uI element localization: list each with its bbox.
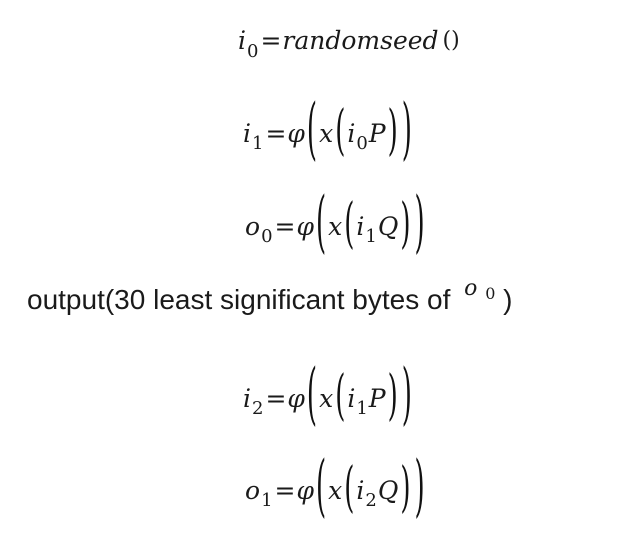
eq4-equals: = [274, 475, 296, 505]
equation-o0: o 0 = φ ( x ( i 1 Q ) ) [245, 190, 427, 258]
eq2-var-sub: 1 [365, 226, 377, 247]
eq4-x: x [328, 475, 343, 505]
output-line: output(30 least significant bytes of o 0… [27, 276, 513, 316]
eq3-paren-open-outer: ( [306, 356, 318, 435]
eq3-var-sub: 1 [356, 398, 368, 419]
eq1-lhs-sub: 1 [252, 133, 264, 154]
eq3-point: P [368, 383, 386, 413]
eq2-paren-open-outer: ( [315, 184, 327, 263]
eq1-paren-open-inner: ( [335, 100, 346, 164]
eq1-equals: = [265, 118, 287, 148]
eq4-paren-open-outer: ( [315, 448, 327, 527]
eq3-lhs: i [243, 383, 251, 413]
eq1-point: P [368, 118, 386, 148]
eq1-paren-close-inner: ) [387, 100, 398, 164]
eq1-paren-close-outer: ) [401, 91, 412, 170]
eq2-paren-open-inner: ( [344, 193, 355, 257]
eq2-point: Q [377, 211, 399, 241]
eq1-var-sub: 0 [356, 133, 368, 154]
output-prefix: output(30 least significant bytes of [27, 284, 451, 315]
eq2-var: i [356, 211, 365, 241]
output-suffix: ) [503, 284, 513, 315]
eq0-lhs-sub: 0 [247, 40, 259, 62]
eq2-paren-close-outer: ) [414, 184, 425, 263]
equation-i0: i 0 = randomseed () [238, 26, 460, 60]
eq3-equals: = [265, 383, 287, 413]
eq0-lhs: i [238, 26, 246, 55]
eq4-paren-close-inner: ) [400, 457, 411, 521]
eq4-var: i [356, 475, 365, 505]
eq4-var-sub: 2 [365, 490, 377, 511]
eq3-paren-close-inner: ) [387, 365, 398, 429]
eq1-phi: φ [287, 118, 305, 148]
eq3-paren-open-inner: ( [335, 365, 346, 429]
eq0-func: randomseed [282, 26, 439, 55]
eq4-paren-open-inner: ( [344, 457, 355, 521]
eq2-lhs: o [245, 211, 261, 241]
equation-i1: i 1 = φ ( x ( i 0 P ) ) [243, 97, 414, 165]
output-symbol: o [464, 276, 478, 301]
eq4-phi: φ [296, 475, 314, 505]
output-symbol-sub: 0 [485, 284, 496, 303]
eq3-phi: φ [287, 383, 305, 413]
eq2-lhs-sub: 0 [261, 226, 273, 247]
eq3-paren-close-outer: ) [401, 356, 412, 435]
eq2-phi: φ [296, 211, 314, 241]
eq1-paren-open-outer: ( [306, 91, 318, 170]
eq4-lhs-sub: 1 [261, 490, 273, 511]
eq3-x: x [319, 383, 334, 413]
eq4-point: Q [377, 475, 399, 505]
eq4-paren-close-outer: ) [414, 448, 425, 527]
eq3-var: i [347, 383, 356, 413]
eq4-lhs: o [245, 475, 261, 505]
eq1-x: x [319, 118, 334, 148]
equation-i2: i 2 = φ ( x ( i 1 P ) ) [243, 362, 414, 430]
eq2-x: x [328, 211, 343, 241]
equation-o1: o 1 = φ ( x ( i 2 Q ) ) [245, 454, 427, 522]
eq0-equals: = [260, 26, 282, 55]
eq2-equals: = [274, 211, 296, 241]
eq2-paren-close-inner: ) [400, 193, 411, 257]
eq1-lhs: i [243, 118, 251, 148]
eq3-lhs-sub: 2 [252, 398, 264, 419]
eq0-args: () [442, 27, 460, 53]
eq1-var: i [347, 118, 356, 148]
